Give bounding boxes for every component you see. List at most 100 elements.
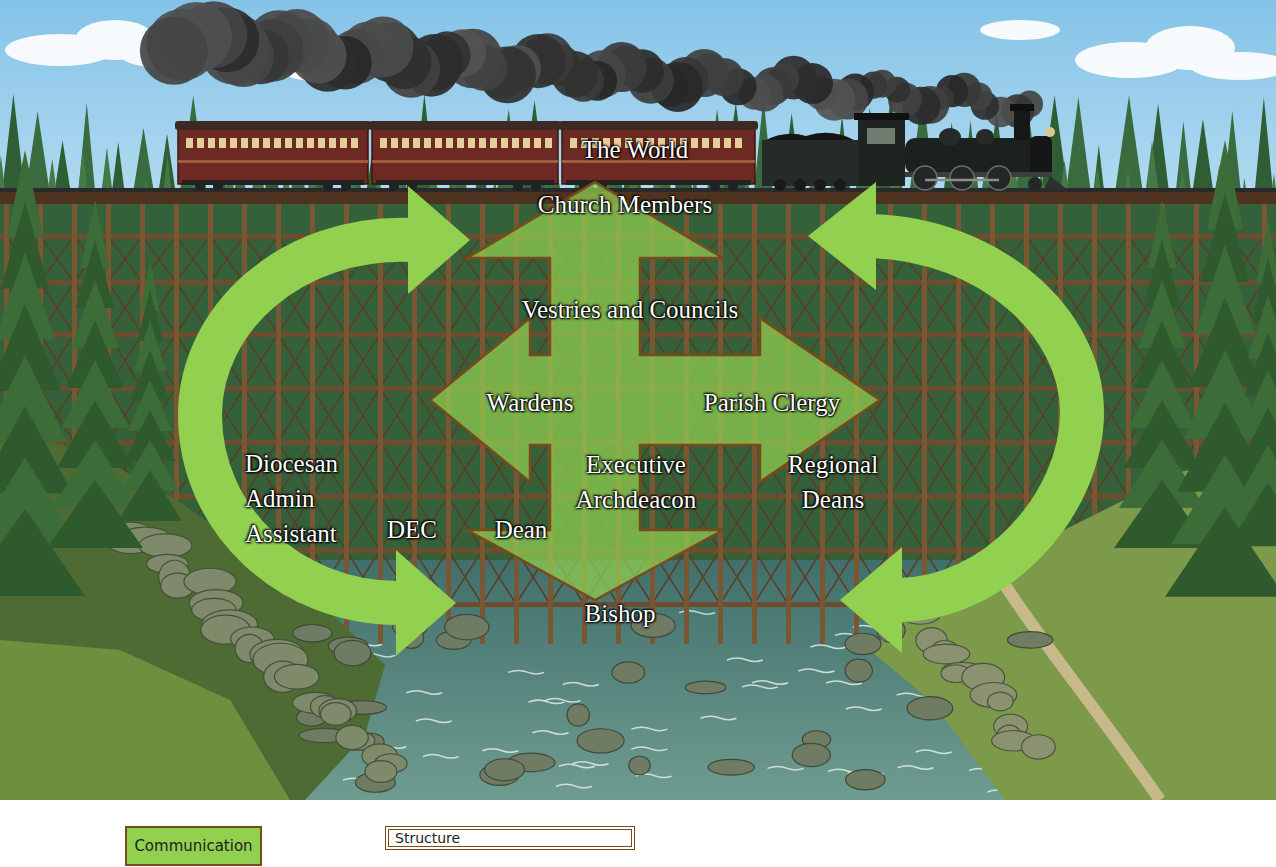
cross-brace: [346, 334, 380, 388]
cross-brace: [822, 282, 856, 334]
car-window: [208, 138, 215, 148]
cross-brace: [1094, 236, 1128, 282]
car-window: [285, 138, 292, 148]
conifer-tree: [1228, 220, 1276, 546]
car-window: [186, 138, 193, 148]
cross-brace: [380, 388, 414, 442]
cross-brace: [720, 550, 754, 604]
car-window: [263, 138, 270, 148]
cross-brace: [448, 442, 482, 496]
rock: [845, 633, 881, 654]
cross-brace: [958, 496, 992, 550]
cross-brace: [278, 334, 312, 388]
cross-brace: [482, 282, 516, 334]
cross-brace: [108, 236, 142, 282]
car-wheel: [195, 181, 205, 191]
car-window: [512, 138, 519, 148]
engine-cab: [858, 118, 905, 186]
cross-brace: [890, 282, 924, 334]
cross-brace: [448, 496, 482, 550]
tender: [762, 140, 858, 186]
rock: [334, 640, 371, 665]
car-window: [318, 138, 325, 148]
car-window: [523, 138, 530, 148]
cross-brace: [720, 496, 754, 550]
role-label: Bishop: [585, 600, 656, 629]
driver-wheel: [950, 166, 974, 190]
smokestack: [1014, 108, 1030, 140]
cross-brace: [924, 388, 958, 442]
cross-brace: [924, 442, 958, 496]
cross-brace: [958, 388, 992, 442]
water-ripple: [559, 764, 595, 768]
trestle-post: [378, 204, 383, 644]
car-window: [724, 138, 731, 148]
role-label: Diocesan Admin Assistant: [245, 446, 363, 551]
cross-brace: [312, 334, 346, 388]
water-ripple: [406, 691, 442, 695]
cross-brace: [448, 550, 482, 604]
car-window: [402, 138, 409, 148]
water-ripple: [532, 731, 568, 735]
cross-brace: [244, 334, 278, 388]
water-ripple: [727, 658, 763, 662]
cross-brace: [992, 388, 1026, 442]
cross-brace: [924, 334, 958, 388]
node-text: Executive Archdeacon: [561, 447, 711, 517]
cross-brace: [482, 550, 516, 604]
cross-brace: [890, 388, 924, 442]
rock: [629, 756, 650, 775]
car-wheel: [710, 181, 720, 191]
cross-brace: [108, 236, 142, 282]
cross-brace: [890, 442, 924, 496]
cross-brace: [924, 282, 958, 334]
cross-brace: [346, 388, 380, 442]
cross-brace: [1026, 388, 1060, 442]
car-window: [435, 138, 442, 148]
cross-brace: [448, 282, 482, 334]
cross-brace: [788, 550, 822, 604]
cross-brace: [312, 282, 346, 334]
cross-brace: [890, 496, 924, 550]
cross-brace: [754, 496, 788, 550]
cross-brace: [822, 282, 856, 334]
car-window: [340, 138, 347, 148]
cross-brace: [992, 334, 1026, 388]
trestle-post: [446, 204, 451, 644]
side-rod: [925, 179, 999, 182]
car-wheel: [513, 181, 523, 191]
water-ripple: [631, 727, 667, 731]
passenger-car: [178, 128, 368, 184]
rock: [1022, 735, 1056, 759]
car-window: [219, 138, 226, 148]
car-frame: [376, 180, 554, 185]
cross-brace: [720, 496, 754, 550]
water-ripple: [563, 682, 599, 686]
car-wheel: [213, 181, 223, 191]
cross-brace: [856, 334, 890, 388]
cross-brace: [992, 334, 1026, 388]
car-window: [468, 138, 475, 148]
car-window: [691, 138, 698, 148]
cross-brace: [278, 388, 312, 442]
car-wheel: [323, 181, 333, 191]
car-window: [534, 138, 541, 148]
tender-wheel: [774, 179, 786, 191]
quad-arrow-shape: [430, 182, 880, 600]
cross-brace: [924, 388, 958, 442]
cross-brace: [210, 236, 244, 282]
cross-brace: [720, 442, 754, 496]
cross-brace: [992, 442, 1026, 496]
cross-brace: [346, 442, 380, 496]
passenger-car: [372, 128, 558, 184]
car-window: [413, 138, 420, 148]
legend-swatch: Communication: [125, 826, 262, 866]
legend-text: Communication: [134, 837, 252, 855]
cross-brace: [856, 334, 890, 388]
rock: [567, 704, 589, 726]
tree-foliage: [118, 470, 182, 521]
passenger-car: [562, 128, 755, 184]
communication-arc: [872, 236, 1082, 600]
rock: [923, 644, 970, 664]
